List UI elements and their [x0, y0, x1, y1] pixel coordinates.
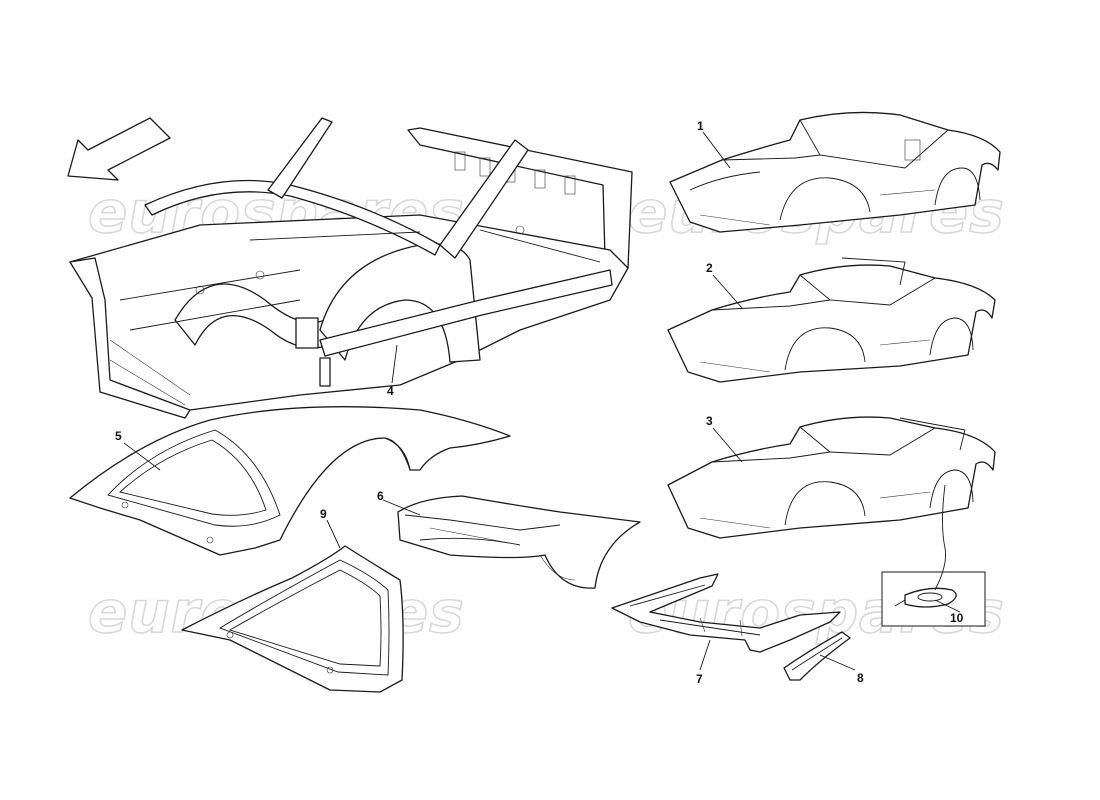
part-7-cross-member [611, 573, 841, 653]
callout-6: 6 [377, 489, 384, 503]
part-9-windshield-frame [181, 545, 404, 693]
part-5-roof-frame [69, 406, 511, 556]
part-1-body-shell [669, 111, 1001, 233]
part-8-trim-piece [783, 631, 851, 681]
callout-1: 1 [697, 119, 704, 133]
callout-3: 3 [706, 414, 713, 428]
part-10-detail-inset [881, 571, 986, 627]
callout-5: 5 [115, 429, 122, 443]
leader-lines [123, 131, 961, 671]
callout-8: 8 [857, 671, 864, 685]
front-direction-arrow-icon [67, 117, 171, 181]
part-4-chassis-frame [69, 117, 633, 419]
callout-4: 4 [387, 384, 394, 398]
callout-2: 2 [706, 261, 713, 275]
callout-7: 7 [696, 672, 703, 686]
callout-numbers: 1 2 3 4 5 6 7 8 9 10 [115, 119, 964, 686]
part-6-rear-deck-panel [397, 495, 641, 589]
callout-9: 9 [320, 507, 327, 521]
part-3-body-shell-variant [667, 416, 996, 539]
part-2-body-shell-spider [667, 257, 996, 383]
callout-10: 10 [950, 611, 964, 625]
